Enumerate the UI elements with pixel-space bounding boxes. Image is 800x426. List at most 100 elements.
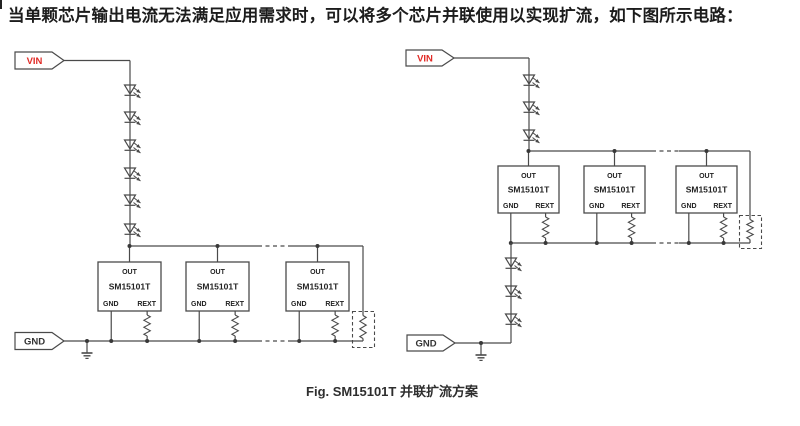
label: REXT — [325, 301, 344, 308]
resistor-icon — [541, 216, 550, 239]
led-icon — [522, 101, 540, 116]
led-icon — [522, 74, 540, 89]
junction-dot — [612, 149, 617, 153]
arrowhead — [535, 84, 540, 88]
junction-dot — [297, 339, 302, 343]
label: OUT — [122, 269, 138, 276]
arrowhead — [136, 116, 141, 120]
ground-icon — [81, 341, 93, 359]
label: REXT — [713, 203, 732, 210]
led-triangle — [123, 167, 137, 179]
label: REXT — [621, 203, 640, 210]
label: GND — [291, 301, 307, 308]
resistor-icon — [719, 216, 728, 239]
label: GND — [191, 301, 207, 308]
arrowhead — [535, 106, 540, 110]
led-icon — [123, 111, 141, 126]
arrowhead — [535, 134, 540, 138]
label: SM15101T — [297, 282, 339, 292]
led-triangle — [504, 285, 518, 297]
led-triangle — [123, 139, 137, 151]
optional-resistor-box — [738, 214, 763, 250]
label: GND — [415, 339, 436, 350]
arrowhead — [535, 111, 540, 115]
label: VIN — [417, 54, 433, 65]
arrowhead — [136, 89, 141, 93]
chip-sm15101t — [675, 151, 738, 243]
chip-box — [97, 261, 162, 312]
label: OUT — [210, 269, 226, 276]
page-edge-mark — [0, 0, 2, 9]
led-triangle — [123, 223, 137, 235]
label: GND — [103, 301, 119, 308]
arrowhead — [136, 177, 141, 181]
led-triangle — [123, 84, 137, 96]
led-triangle — [522, 74, 536, 86]
junction-dot — [543, 241, 548, 245]
label: REXT — [535, 203, 554, 210]
label: OUT — [521, 173, 537, 180]
arrowhead — [136, 228, 141, 232]
led-icon — [123, 139, 141, 154]
led-triangle — [522, 101, 536, 113]
chip-box — [285, 261, 350, 312]
arrowhead — [517, 267, 522, 271]
ground-icon — [475, 343, 487, 361]
label: OUT — [310, 269, 326, 276]
junction-dot — [721, 241, 726, 245]
junction-dot — [315, 244, 320, 248]
led-icon — [123, 84, 141, 99]
junction-dot — [85, 339, 89, 343]
chip-box — [497, 165, 560, 214]
junction-dot — [526, 149, 531, 153]
label: REXT — [137, 301, 156, 308]
chip-box — [675, 165, 738, 214]
arrowhead — [517, 262, 522, 266]
led-icon — [504, 313, 522, 328]
led-triangle — [123, 111, 137, 123]
junction-dot — [109, 339, 114, 343]
arrowhead — [517, 290, 522, 294]
vin-port-shape — [405, 49, 456, 67]
label: SM15101T — [197, 282, 239, 292]
gnd-port-shape — [14, 331, 66, 351]
arrowhead — [136, 94, 141, 98]
resistor-icon — [358, 315, 368, 339]
arrowhead — [136, 233, 141, 237]
arrowhead — [136, 204, 141, 208]
label: SM15101T — [109, 282, 151, 292]
led-icon — [123, 223, 141, 238]
resistor-icon — [627, 216, 636, 239]
intro-text: 当单颗芯片输出电流无法满足应用需求时，可以将多个芯片并联使用以实现扩流，如下图所… — [8, 6, 743, 25]
led-icon — [504, 257, 522, 272]
label: GND — [24, 337, 45, 348]
led-icon — [504, 285, 522, 300]
led-icon — [123, 167, 141, 182]
vin-port — [405, 49, 456, 67]
vin-port — [14, 51, 66, 70]
arrowhead — [517, 295, 522, 299]
led-icon — [522, 129, 540, 144]
label: SM15101T — [508, 185, 550, 195]
label: REXT — [225, 301, 244, 308]
label: SM15101T — [594, 185, 636, 195]
resistor-icon — [330, 314, 340, 337]
label: OUT — [699, 173, 715, 180]
junction-dot — [197, 339, 202, 343]
junction-dot — [594, 241, 599, 245]
led-triangle — [504, 257, 518, 269]
chip-sm15101t — [97, 246, 162, 341]
junction-dot — [629, 241, 634, 245]
label: GND — [503, 203, 519, 210]
label: OUT — [607, 173, 623, 180]
chip-box — [185, 261, 250, 312]
arrowhead — [136, 149, 141, 153]
label: VIN — [27, 56, 43, 67]
arrowhead — [136, 172, 141, 176]
junction-dot — [127, 244, 132, 248]
arrowhead — [535, 139, 540, 143]
arrowhead — [136, 199, 141, 203]
led-triangle — [504, 313, 518, 325]
led-triangle — [522, 129, 536, 141]
